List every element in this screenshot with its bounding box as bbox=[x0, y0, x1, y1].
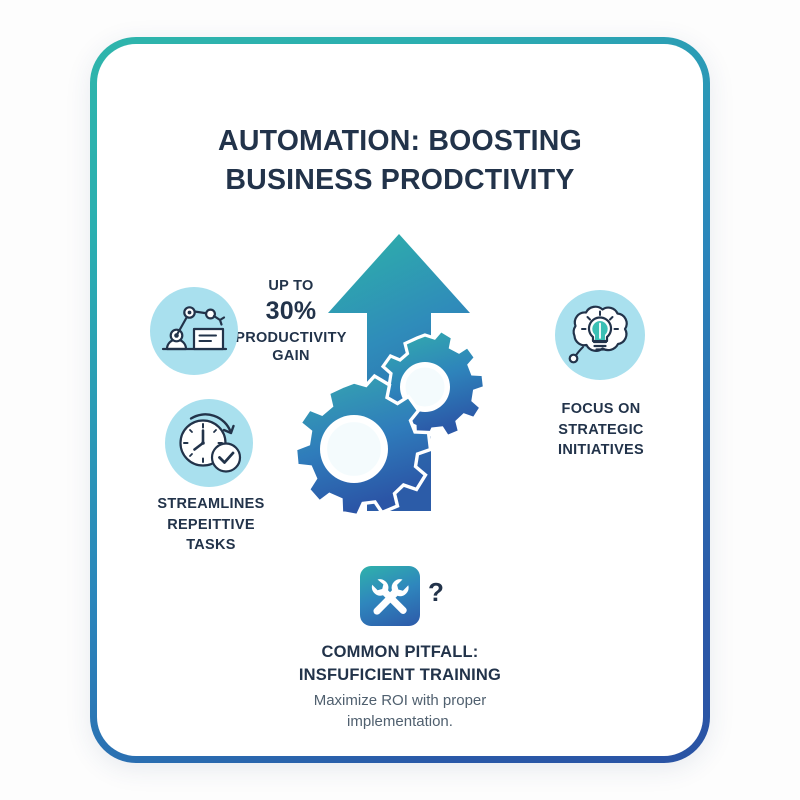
focus-line-3: INITIATIVES bbox=[557, 442, 644, 459]
streamline-line-3: TASKS bbox=[186, 537, 236, 554]
question-mark-icon: ? bbox=[428, 577, 444, 607]
streamline-line-1: STREAMLINES bbox=[157, 496, 265, 512]
infographic-frame: AUTOMATION: BOOSTING BUSINESS PRODCTIVIT… bbox=[90, 37, 710, 763]
streamline-line-2: REPEITTIVE bbox=[167, 516, 255, 533]
pitfall-subtext: Maximize ROI with proper implementation. bbox=[240, 690, 560, 733]
robot-arm-icon bbox=[150, 287, 238, 375]
pitfall-heading: COMMON PITFALL: INSFUFICIENT TRAINING bbox=[220, 641, 580, 687]
page-title-line-1: AUTOMATION: BOOSTING bbox=[218, 125, 582, 157]
large-gear bbox=[293, 373, 433, 518]
stat-prefix: UP TO bbox=[268, 278, 314, 294]
tools-wrench-screwdriver-icon bbox=[360, 566, 420, 626]
infographic-frame-inner: AUTOMATION: BOOSTING BUSINESS PRODCTIVIT… bbox=[97, 44, 703, 756]
stat-label-line-1: PRODUCTIVITY bbox=[235, 329, 347, 346]
stat-label-line-2: GAIN bbox=[272, 348, 310, 365]
pitfall-subtext-line-1: Maximize ROI with proper bbox=[313, 692, 487, 709]
growth-arrow-with-gears-graphic bbox=[292, 222, 507, 552]
pitfall-subtext-line-2: implementation. bbox=[347, 713, 453, 731]
pitfall-heading-line-1: COMMON PITFALL: bbox=[321, 643, 479, 661]
page-title-line-2: BUSINESS PRODCTIVITY bbox=[225, 164, 575, 197]
stat-value: 30% bbox=[265, 297, 317, 326]
focus-line-1: FOCUS ON bbox=[561, 401, 641, 417]
lightbulb-thought-icon bbox=[555, 290, 645, 380]
page-title: AUTOMATION: BOOSTING BUSINESS PRODCTIVIT… bbox=[97, 122, 703, 200]
benefit-label-streamlines: STREAMLINES REPEITTIVE TASKS bbox=[139, 494, 283, 556]
pitfall-heading-line-2: INSFUFICIENT TRAINING bbox=[298, 665, 502, 684]
focus-line-2: STRATEGIC bbox=[558, 421, 644, 438]
stat-productivity-gain: UP TO 30% PRODUCTIVITY GAIN bbox=[227, 277, 355, 365]
clock-check-icon bbox=[165, 399, 253, 487]
benefit-label-focus: FOCUS ON STRATEGIC INITIATIVES bbox=[537, 399, 665, 461]
